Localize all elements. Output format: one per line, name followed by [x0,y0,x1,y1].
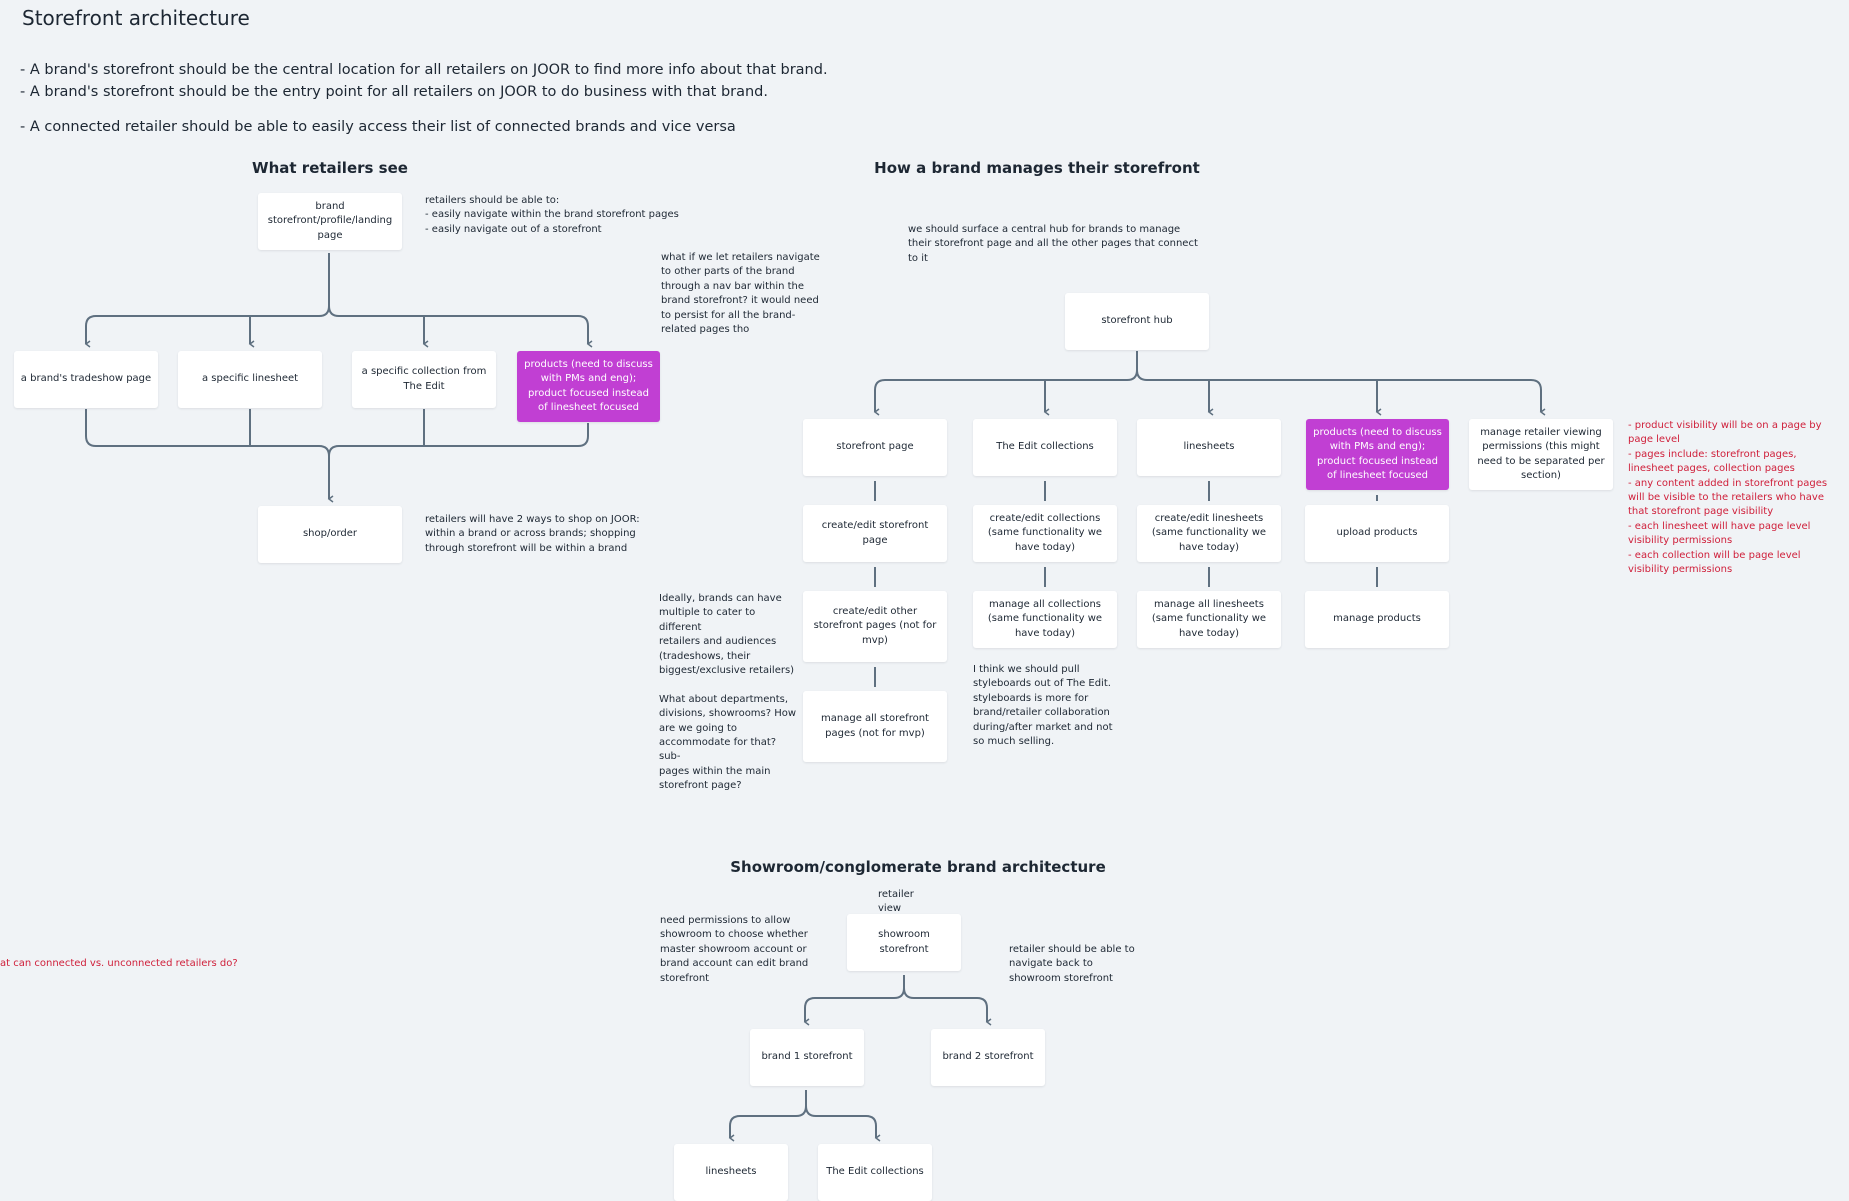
create-edit-linesheets-node[interactable]: create/edit linesheets (same functionali… [1137,505,1281,562]
specific-linesheet-node[interactable]: a specific linesheet [178,351,322,408]
create-edit-collections-node[interactable]: create/edit collections (same functional… [973,505,1117,562]
brand-1-storefront-node[interactable]: brand 1 storefront [750,1029,864,1086]
shop-order-node[interactable]: shop/order [258,506,402,563]
retailers-section-title: What retailers see [252,159,408,177]
storefront-hub-node[interactable]: storefront hub [1065,293,1209,350]
tradeshow-page-node[interactable]: a brand's tradeshow page [14,351,158,408]
create-edit-other-storefront-node[interactable]: create/edit other storefront pages (not … [803,591,947,662]
intro-bullet-3: - A connected retailer should be able to… [20,119,736,135]
products-node-highlighted[interactable]: products (need to discuss with PMs and e… [517,351,660,422]
styleboards-note: I think we should pull styleboards out o… [973,664,1113,748]
page-title: Storefront architecture [22,6,250,30]
visibility-note: - product visibility will be on a page b… [1628,420,1828,576]
edit-collections-node[interactable]: The Edit collections [973,419,1117,476]
manage-all-storefront-node[interactable]: manage all storefront pages (not for mvp… [803,691,947,762]
hub-note: we should surface a central hub for bran… [908,224,1198,264]
specific-collection-node[interactable]: a specific collection from The Edit [352,351,496,408]
intro-bullet-2: - A brand's storefront should be the ent… [20,84,768,100]
shop-order-note: retailers will have 2 ways to shop on JO… [425,514,640,554]
ideally-note: Ideally, brands can have multiple to cat… [659,593,797,792]
showroom-permissions-note: need permissions to allow showroom to ch… [660,915,809,984]
manage-products-node[interactable]: manage products [1305,591,1449,648]
manage-all-collections-node[interactable]: manage all collections (same functionali… [973,591,1117,648]
showroom-storefront-node[interactable]: showroom storefront [847,914,961,971]
upload-products-node[interactable]: upload products [1305,505,1449,562]
storefront-page-node[interactable]: storefront page [803,419,947,476]
brand-products-node-highlighted[interactable]: products (need to discuss with PMs and e… [1306,419,1449,490]
linesheets-node[interactable]: linesheets [1137,419,1281,476]
showroom-linesheets-node[interactable]: linesheets [674,1144,788,1201]
retailer-root-note: retailers should be able to: - easily na… [425,195,679,235]
connected-retailers-note: at can connected vs. unconnected retaile… [0,958,238,969]
create-edit-storefront-node[interactable]: create/edit storefront page [803,505,947,562]
showroom-edit-collections-node[interactable]: The Edit collections [818,1144,932,1201]
manage-permissions-node[interactable]: manage retailer viewing permissions (thi… [1469,419,1613,490]
retailer-root-node[interactable]: brand storefront/profile/landing page [258,193,402,250]
showroom-navigate-note: retailer should be able to navigate back… [1009,944,1135,984]
brand-2-storefront-node[interactable]: brand 2 storefront [931,1029,1045,1086]
retailer-view-label: retailer view [878,889,914,915]
retailer-nav-note: what if we let retailers navigate to oth… [661,252,820,336]
intro-bullet-1: - A brand's storefront should be the cen… [20,62,828,78]
showroom-section-title: Showroom/conglomerate brand architecture [730,858,1106,876]
manage-all-linesheets-node[interactable]: manage all linesheets (same functionalit… [1137,591,1281,648]
brand-section-title: How a brand manages their storefront [874,159,1200,177]
